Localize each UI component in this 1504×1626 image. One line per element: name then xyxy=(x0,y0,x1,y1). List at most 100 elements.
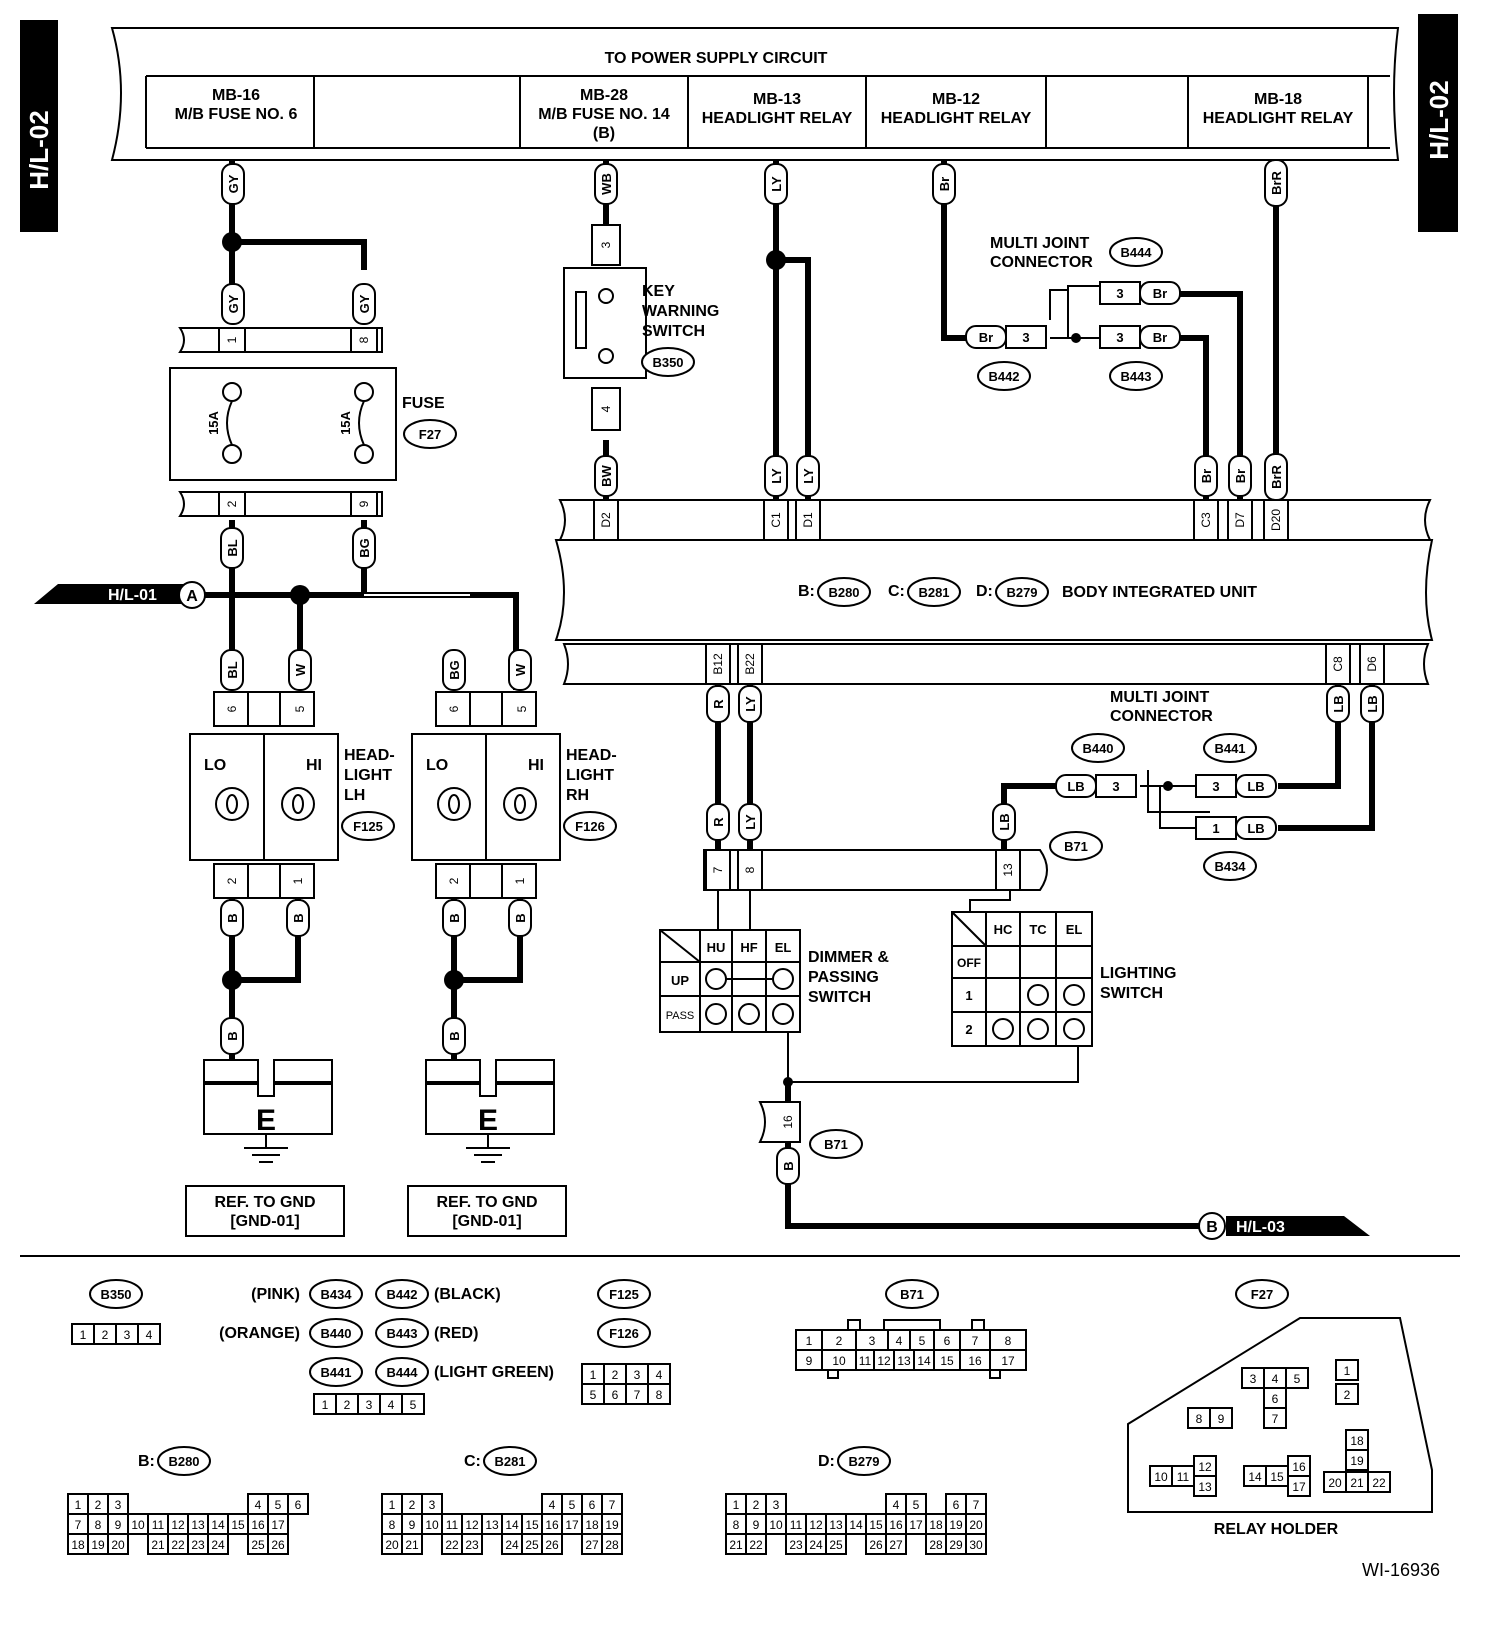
pin-number: 17 xyxy=(909,1518,923,1532)
pin-number: 3 xyxy=(115,1498,122,1512)
pin-number: 9 xyxy=(1218,1412,1225,1426)
pin-number: 7 xyxy=(609,1498,616,1512)
svg-text:6: 6 xyxy=(447,705,461,712)
pin-number: 17 xyxy=(565,1518,579,1532)
svg-text:15A: 15A xyxy=(338,410,353,434)
svg-text:2: 2 xyxy=(447,877,461,884)
svg-text:B444: B444 xyxy=(386,1365,418,1380)
svg-text:GY: GY xyxy=(226,294,241,313)
pin-number: 21 xyxy=(405,1538,419,1552)
svg-text:C:: C: xyxy=(464,1453,481,1470)
svg-text:Br: Br xyxy=(1199,469,1214,483)
pin-number: 12 xyxy=(877,1354,891,1368)
svg-text:B71: B71 xyxy=(824,1137,848,1152)
pin-cell xyxy=(1335,1359,1359,1381)
svg-text:MB-12: MB-12 xyxy=(932,91,980,108)
svg-text:B71: B71 xyxy=(1064,839,1088,854)
svg-text:R: R xyxy=(711,817,726,827)
pin-number: 3 xyxy=(429,1498,436,1512)
svg-text:HEADLIGHT RELAY: HEADLIGHT RELAY xyxy=(702,110,853,127)
pin-number: 25 xyxy=(829,1538,843,1552)
svg-text:1: 1 xyxy=(322,1398,329,1412)
pin-number: 2 xyxy=(753,1498,760,1512)
svg-text:B443: B443 xyxy=(386,1326,417,1341)
svg-text:UP: UP xyxy=(671,973,689,988)
svg-text:B279: B279 xyxy=(1006,585,1037,600)
pin-number: 10 xyxy=(1154,1470,1168,1484)
svg-text:HI: HI xyxy=(306,757,322,774)
svg-text:MB-13: MB-13 xyxy=(753,91,801,108)
svg-text:B: B xyxy=(291,913,306,922)
svg-text:EL: EL xyxy=(775,940,792,955)
svg-text:2: 2 xyxy=(344,1398,351,1412)
pin-number: 8 xyxy=(1196,1412,1203,1426)
pin-number: 17 xyxy=(271,1518,285,1532)
pin-number: 1 xyxy=(733,1498,740,1512)
pin-number: 26 xyxy=(271,1538,285,1552)
svg-text:LB: LB xyxy=(1067,779,1084,794)
pin-number: 3 xyxy=(869,1334,876,1348)
svg-text:LIGHT: LIGHT xyxy=(566,767,614,784)
svg-text:(B): (B) xyxy=(593,125,615,142)
pin-number: 8 xyxy=(733,1518,740,1532)
pin-number: 30 xyxy=(969,1538,983,1552)
svg-text:E: E xyxy=(256,1104,276,1137)
pin-number: 6 xyxy=(295,1498,302,1512)
pin-number: 3 xyxy=(773,1498,780,1512)
svg-text:TC: TC xyxy=(1029,922,1047,937)
svg-text:CONNECTOR: CONNECTOR xyxy=(1110,708,1213,725)
svg-text:W: W xyxy=(513,663,528,676)
svg-text:MULTI JOINT: MULTI JOINT xyxy=(990,235,1089,252)
pin-number: 18 xyxy=(929,1518,943,1532)
offpage-connector-b: B H/L-03 xyxy=(1198,1212,1370,1240)
svg-text:LB: LB xyxy=(1331,695,1346,712)
pin-number: 2 xyxy=(836,1334,843,1348)
key-warning-switch: 3 4 KEY WARNING SWITCH B350 xyxy=(563,224,719,431)
pin-number: 22 xyxy=(1372,1476,1386,1490)
pin-number: 15 xyxy=(231,1518,245,1532)
svg-text:D7: D7 xyxy=(1233,512,1247,528)
svg-text:(LIGHT GREEN): (LIGHT GREEN) xyxy=(434,1364,554,1381)
pin-cell xyxy=(1263,1407,1287,1429)
pin-number: 24 xyxy=(505,1538,519,1552)
pin-number: 13 xyxy=(897,1354,911,1368)
pin-number: 6 xyxy=(944,1334,951,1348)
pin-number: 5 xyxy=(275,1498,282,1512)
svg-text:LY: LY xyxy=(769,176,784,192)
pin-number: 26 xyxy=(869,1538,883,1552)
svg-text:SWITCH: SWITCH xyxy=(642,323,705,340)
svg-text:M/B FUSE NO. 6: M/B FUSE NO. 6 xyxy=(175,106,298,123)
pin-number: 9 xyxy=(806,1354,813,1368)
svg-text:5: 5 xyxy=(293,705,307,712)
pin-number: 13 xyxy=(485,1518,499,1532)
svg-text:LB: LB xyxy=(1247,821,1264,836)
pin-number: 19 xyxy=(1350,1454,1364,1468)
pin-cell xyxy=(401,1533,423,1555)
unit-top-pins: D2 C1 D1 C3 D7 D20 xyxy=(593,499,1289,541)
svg-text:2: 2 xyxy=(612,1368,619,1382)
pin-number: 17 xyxy=(1001,1354,1015,1368)
svg-text:3: 3 xyxy=(599,241,613,248)
svg-text:(ORANGE): (ORANGE) xyxy=(219,1325,300,1342)
page-tag-left: H/L-02 xyxy=(20,20,58,232)
svg-text:Br: Br xyxy=(937,177,952,191)
svg-text:3: 3 xyxy=(366,1398,373,1412)
svg-text:BL: BL xyxy=(225,661,240,678)
svg-text:BrR: BrR xyxy=(1269,464,1284,488)
svg-text:5: 5 xyxy=(515,705,529,712)
svg-text:B350: B350 xyxy=(100,1287,131,1302)
pin-number: 15 xyxy=(869,1518,883,1532)
svg-text:HI: HI xyxy=(528,757,544,774)
pin-number: 13 xyxy=(191,1518,205,1532)
pin-number: 6 xyxy=(1272,1392,1279,1406)
pin-number: 4 xyxy=(893,1498,900,1512)
svg-text:8: 8 xyxy=(656,1388,663,1402)
svg-text:D6: D6 xyxy=(1365,656,1379,672)
svg-text:Br: Br xyxy=(1153,330,1167,345)
svg-text:3: 3 xyxy=(1022,330,1029,345)
pin-number: 19 xyxy=(949,1518,963,1532)
pin-number: 4 xyxy=(1272,1372,1279,1386)
connector-key xyxy=(827,1369,839,1379)
pin-number: 20 xyxy=(385,1538,399,1552)
